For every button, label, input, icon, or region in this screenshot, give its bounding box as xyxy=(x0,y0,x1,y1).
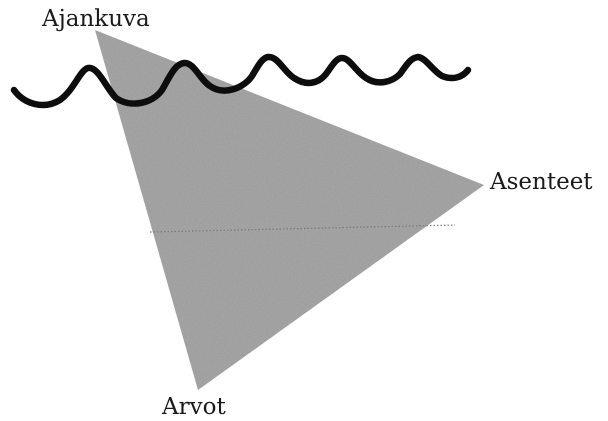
triangle-shape xyxy=(95,30,484,390)
vertex-label-bottom: Arvot xyxy=(162,396,226,419)
vertex-label-top: Ajankuva xyxy=(42,8,150,31)
vertex-label-right: Asenteet xyxy=(490,171,593,194)
